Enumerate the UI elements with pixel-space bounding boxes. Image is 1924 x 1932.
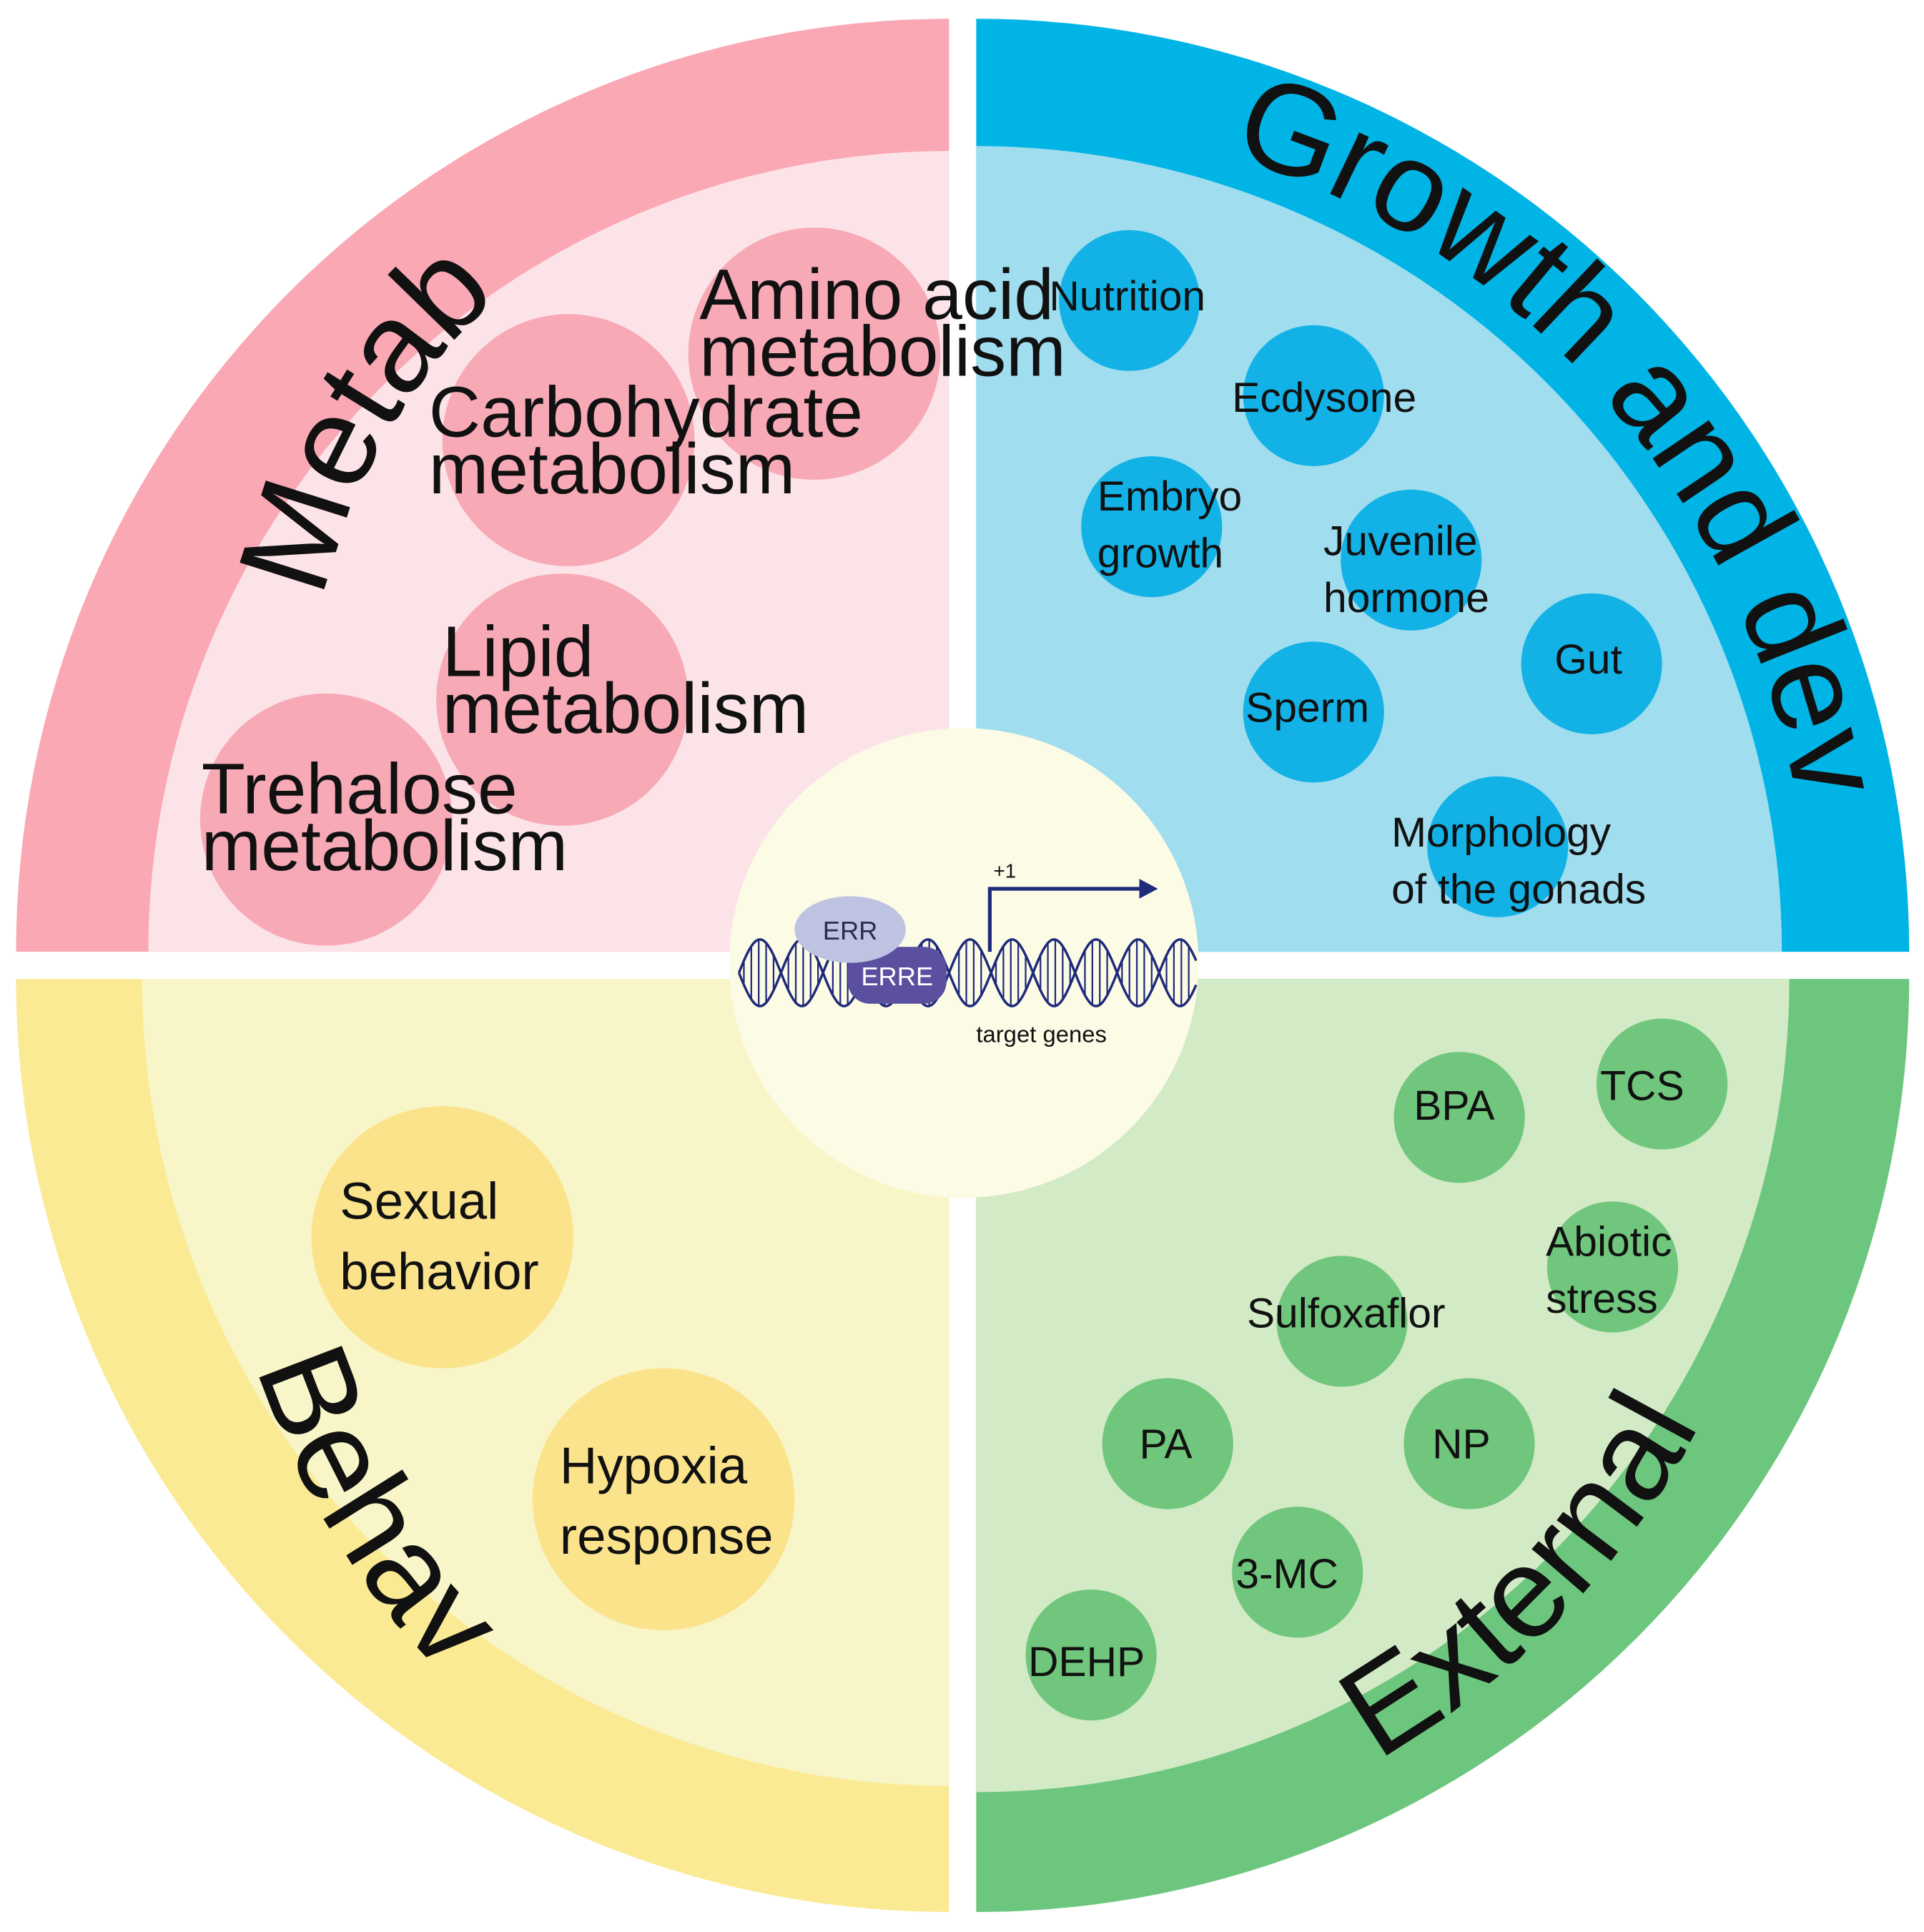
bubble-sperm — [1243, 641, 1384, 783]
erre-label: ERRE — [861, 962, 933, 991]
transcription-arrowhead — [1139, 879, 1158, 899]
behavior-labels: Sexual behavior Hypoxia response — [340, 1172, 773, 1564]
bubble-nutrition — [1059, 230, 1200, 371]
growth-labels: Nutrition Ecdysone Embryo growth Juvenil… — [1049, 273, 1646, 913]
err-receptor — [794, 896, 906, 963]
growth-bubbles — [1059, 230, 1662, 917]
bubble-dehp — [1025, 1589, 1157, 1721]
err-label: ERR — [823, 916, 878, 945]
external-bubbles — [1025, 1018, 1728, 1721]
label-bpa: BPA — [1414, 1083, 1495, 1129]
label-3-mc: 3-MC — [1235, 1551, 1338, 1597]
target-genes-label: target genes — [976, 1020, 1107, 1047]
bubble-pa — [1102, 1378, 1233, 1509]
metabolism-labels: Amino acid metabolism Carbohydrate metab… — [202, 255, 1074, 887]
transcription-start-arrow — [987, 887, 1145, 952]
label-ecdysone: Ecdysone — [1232, 375, 1416, 421]
bubble-trehalose-metabolism — [199, 693, 453, 946]
external-labels: BPA TCS Abiotic stress Sulfoxaflor PA NP… — [1028, 1063, 1684, 1685]
bubble-morphology-of-the-gonads — [1427, 776, 1569, 917]
bubble-np — [1403, 1378, 1535, 1509]
external-inner-region — [976, 979, 1790, 1793]
label-nutrition: Nutrition — [1049, 273, 1205, 320]
bubble-tcs — [1596, 1018, 1728, 1150]
bubble-bpa — [1393, 1052, 1525, 1183]
label-sperm: Sperm — [1245, 685, 1369, 731]
label-gut: Gut — [1554, 636, 1622, 683]
label-amino-acid-metabolism: Amino acid metabolism — [699, 255, 1074, 392]
label-tcs: TCS — [1600, 1063, 1684, 1110]
label-juvenile-hormone: Juvenile hormone — [1323, 518, 1489, 621]
center-mechanism: ERRE ERR +1 target genes — [729, 728, 1199, 1198]
label-dehp: DEHP — [1028, 1639, 1145, 1685]
bubble-sulfoxaflor — [1276, 1256, 1408, 1387]
bubble-embryo-growth — [1081, 456, 1223, 598]
metabolism-bubbles — [199, 227, 941, 946]
bubble-amino-acid-metabolism — [688, 227, 941, 480]
label-carbohydrate-metabolism: Carbohydrate metabolism — [429, 372, 883, 509]
label-sulfoxaflor: Sulfoxaflor — [1247, 1291, 1446, 1337]
bubble-abiotic-stress — [1546, 1201, 1679, 1333]
erre-element — [847, 947, 947, 1004]
dna-strand-b — [737, 938, 1198, 1007]
label-sexual-behavior: Sexual behavior — [340, 1172, 538, 1301]
label-hypoxia-response: Hypoxia response — [560, 1436, 774, 1565]
bubble-3-mc — [1232, 1507, 1363, 1638]
bubble-gut — [1521, 593, 1662, 734]
behavior-bubbles — [311, 1106, 795, 1630]
label-abiotic-stress: Abiotic stress — [1546, 1218, 1684, 1322]
label-trehalose-metabolism: Trehalose metabolism — [202, 749, 568, 887]
bubble-hypoxia-response — [532, 1368, 795, 1630]
label-pa: PA — [1140, 1421, 1193, 1468]
bubble-lipid-metabolism — [436, 573, 689, 826]
label-np: NP — [1432, 1421, 1491, 1468]
bubble-sexual-behavior — [311, 1106, 573, 1369]
label-morphology-of-the-gonads: Morphology of the gonads — [1391, 809, 1646, 913]
bubble-juvenile-hormone — [1341, 489, 1482, 631]
bubble-ecdysone — [1243, 325, 1384, 466]
label-lipid-metabolism: Lipid metabolism — [443, 612, 809, 749]
label-embryo-growth: Embryo growth — [1097, 473, 1254, 577]
tss-label: +1 — [994, 859, 1017, 882]
bubble-carbohydrate-metabolism — [442, 314, 695, 566]
center-circle — [729, 728, 1199, 1198]
